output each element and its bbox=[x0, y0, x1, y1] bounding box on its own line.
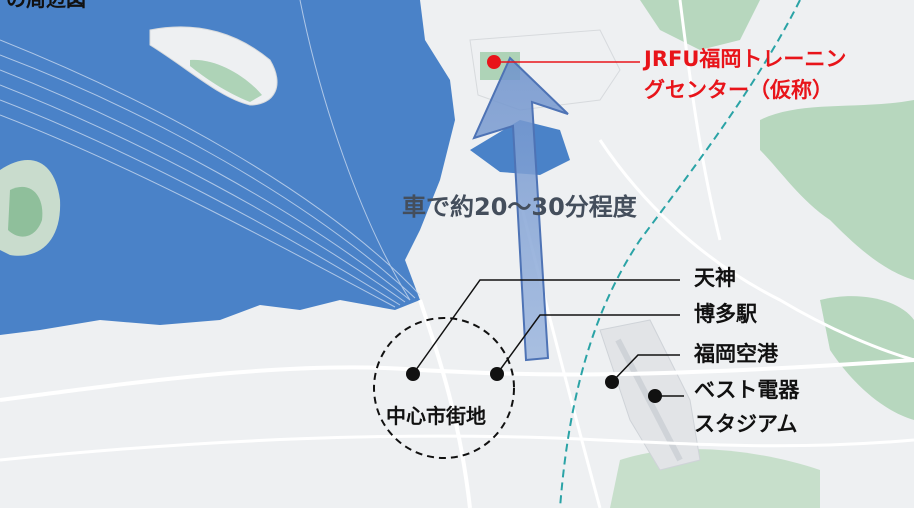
training-center-label-2: グセンター（仮称） bbox=[644, 78, 833, 102]
map-title-fragment: の周辺図 bbox=[6, 0, 86, 11]
direction-arrow-icon bbox=[472, 56, 569, 362]
island-forest bbox=[8, 186, 43, 237]
runway bbox=[615, 338, 683, 462]
airport-leader bbox=[611, 354, 680, 383]
training-center-label-1: JRFU福岡トレーニン bbox=[644, 47, 847, 71]
city-center-circle bbox=[373, 317, 515, 459]
sea-area bbox=[0, 0, 455, 335]
travel-time-label: 車で約20〜30分程度 bbox=[402, 193, 637, 221]
park-peninsula bbox=[190, 59, 262, 102]
hills-north bbox=[640, 0, 760, 50]
tenjin-marker-icon[interactable] bbox=[406, 367, 420, 381]
hakata-marker-icon[interactable] bbox=[490, 367, 504, 381]
airport-label: 福岡空港 bbox=[694, 342, 778, 366]
stadium-marker-icon[interactable] bbox=[648, 389, 662, 403]
stadium-label-2: スタジアム bbox=[694, 412, 798, 436]
stadium-label-1: ベスト電器 bbox=[694, 378, 800, 402]
city-center-label: 中心市街地 bbox=[386, 404, 486, 428]
tenjin-leader bbox=[412, 279, 680, 375]
ferry-routes bbox=[0, 0, 421, 308]
hills-east bbox=[760, 100, 914, 280]
railway-line bbox=[559, 0, 801, 508]
tenjin-label: 天神 bbox=[694, 266, 736, 290]
hills-southeast bbox=[820, 296, 914, 420]
training-center-marker-icon[interactable] bbox=[487, 55, 501, 69]
hakata-label: 博多駅 bbox=[694, 302, 757, 326]
hakata-leader bbox=[496, 314, 680, 375]
airport-marker-icon[interactable] bbox=[605, 375, 619, 389]
